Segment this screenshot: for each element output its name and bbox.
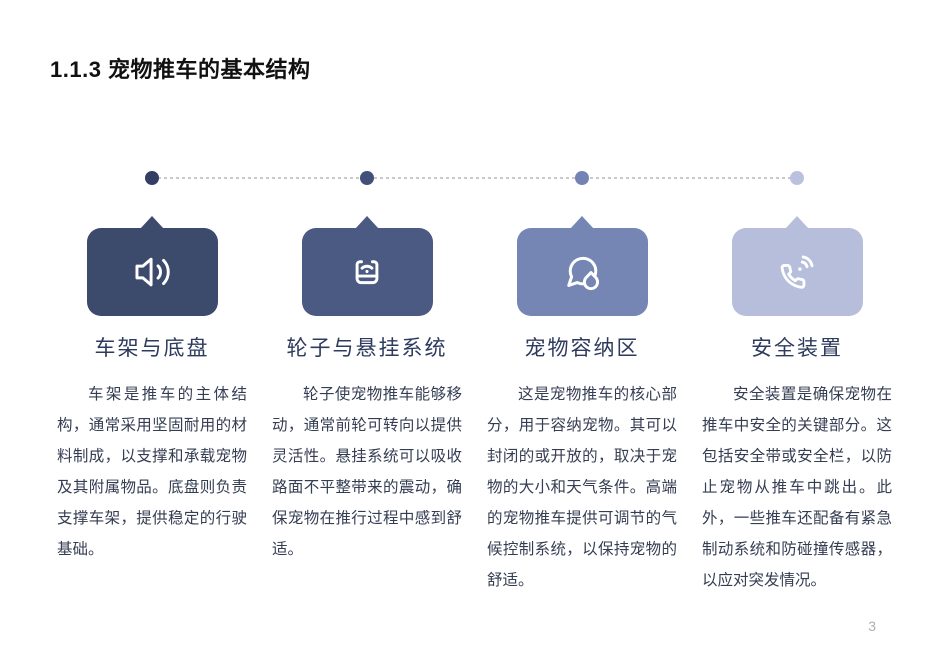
card-pointer-up bbox=[785, 216, 809, 229]
icon-card bbox=[86, 216, 218, 316]
icon-card bbox=[516, 216, 648, 316]
section-heading: 宠物容纳区 bbox=[524, 336, 640, 360]
speaker-volume-icon bbox=[135, 257, 170, 287]
section-wheels-suspension: 轮子与悬挂系统 轮子使宠物推车能够移动，通常前轮可转向以提供灵活性。悬挂系统可以… bbox=[272, 215, 462, 596]
content-columns: 车架与底盘 车架是推车的主体结构，通常采用坚固耐用的材料制成，以支撑和承载宠物及… bbox=[57, 215, 893, 596]
timeline bbox=[57, 171, 893, 185]
timeline-dot bbox=[145, 171, 159, 185]
section-heading: 轮子与悬挂系统 bbox=[286, 336, 448, 360]
section-paragraph: 车架是推车的主体结构，通常采用坚固耐用的材料制成，以支撑和承载宠物及其附属物品。… bbox=[57, 386, 247, 558]
timeline-dot bbox=[360, 171, 374, 185]
section-paragraph: 安全装置是确保宠物在推车中安全的关键部分。这包括安全带或安全栏，以防止宠物从推车… bbox=[702, 386, 892, 589]
phone-call-icon bbox=[780, 255, 814, 289]
section-paragraph: 这是宠物推车的核心部分，用于容纳宠物。其可以封闭的或开放的，取决于宠物的大小和天… bbox=[487, 386, 677, 589]
icon-card bbox=[731, 216, 863, 316]
timeline-dot bbox=[575, 171, 589, 185]
card-pointer-up bbox=[140, 216, 164, 229]
section-safety-devices: 安全装置 安全装置是确保宠物在推车中安全的关键部分。这包括安全带或安全栏，以防止… bbox=[702, 215, 892, 596]
section-frame-chassis: 车架与底盘 车架是推车的主体结构，通常采用坚固耐用的材料制成，以支撑和承载宠物及… bbox=[57, 215, 247, 596]
section-heading: 安全装置 bbox=[751, 336, 843, 360]
card-pointer-up bbox=[355, 216, 379, 229]
smart-basket-wifi-icon bbox=[355, 260, 379, 285]
page-number: 3 bbox=[868, 618, 876, 634]
page-title: 1.1.3 宠物推车的基本结构 bbox=[50, 57, 311, 82]
section-paragraph: 轮子使宠物推车能够移动，通常前轮可转向以提供灵活性。悬挂系统可以吸收路面不平整带… bbox=[272, 386, 462, 558]
section-pet-area: 宠物容纳区 这是宠物推车的核心部分，用于容纳宠物。其可以封闭的或开放的，取决于宠… bbox=[487, 215, 677, 596]
chat-bubble-droplet-icon bbox=[567, 256, 599, 291]
card-pointer-up bbox=[570, 216, 594, 229]
section-heading: 车架与底盘 bbox=[94, 336, 210, 360]
icon-card bbox=[301, 216, 433, 316]
timeline-dashed-line bbox=[152, 177, 797, 179]
timeline-dot bbox=[790, 171, 804, 185]
